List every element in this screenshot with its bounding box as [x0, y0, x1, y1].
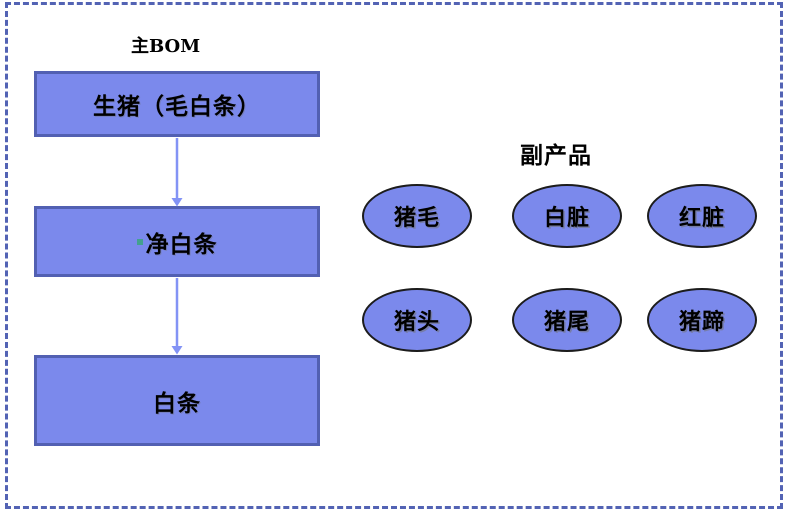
byproduct-red-offal: 红脏	[647, 184, 757, 248]
byproduct-pig-hair: 猪毛	[362, 184, 472, 248]
bullet-square-icon	[136, 238, 143, 245]
node-net-carcass: 净白条	[34, 206, 320, 277]
node-carcass: 白条	[34, 355, 320, 446]
byproduct-red-offal-label: 红脏	[678, 205, 725, 231]
node-raw-pig-label: 生猪（毛白条）	[93, 93, 261, 120]
byproduct-pig-tail-label: 猪尾	[543, 309, 590, 335]
byproducts-title: 副产品	[520, 142, 592, 169]
dashed-border-frame	[5, 2, 783, 509]
node-carcass-label: 白条	[153, 389, 201, 417]
byproduct-pig-head: 猪头	[362, 288, 472, 352]
byproduct-pig-tail: 猪尾	[512, 288, 622, 352]
byproduct-white-offal-label: 白脏	[543, 205, 590, 231]
byproduct-pig-hair-label: 猪毛	[393, 205, 440, 231]
byproduct-pig-trotter-label: 猪蹄	[678, 309, 725, 335]
node-net-carcass-label: 净白条	[145, 230, 218, 258]
byproduct-pig-trotter: 猪蹄	[647, 288, 757, 352]
byproduct-pig-head-label: 猪头	[393, 309, 440, 335]
byproduct-white-offal: 白脏	[512, 184, 622, 248]
node-raw-pig: 生猪（毛白条）	[34, 71, 320, 137]
main-bom-title: 主BOM	[131, 36, 201, 57]
